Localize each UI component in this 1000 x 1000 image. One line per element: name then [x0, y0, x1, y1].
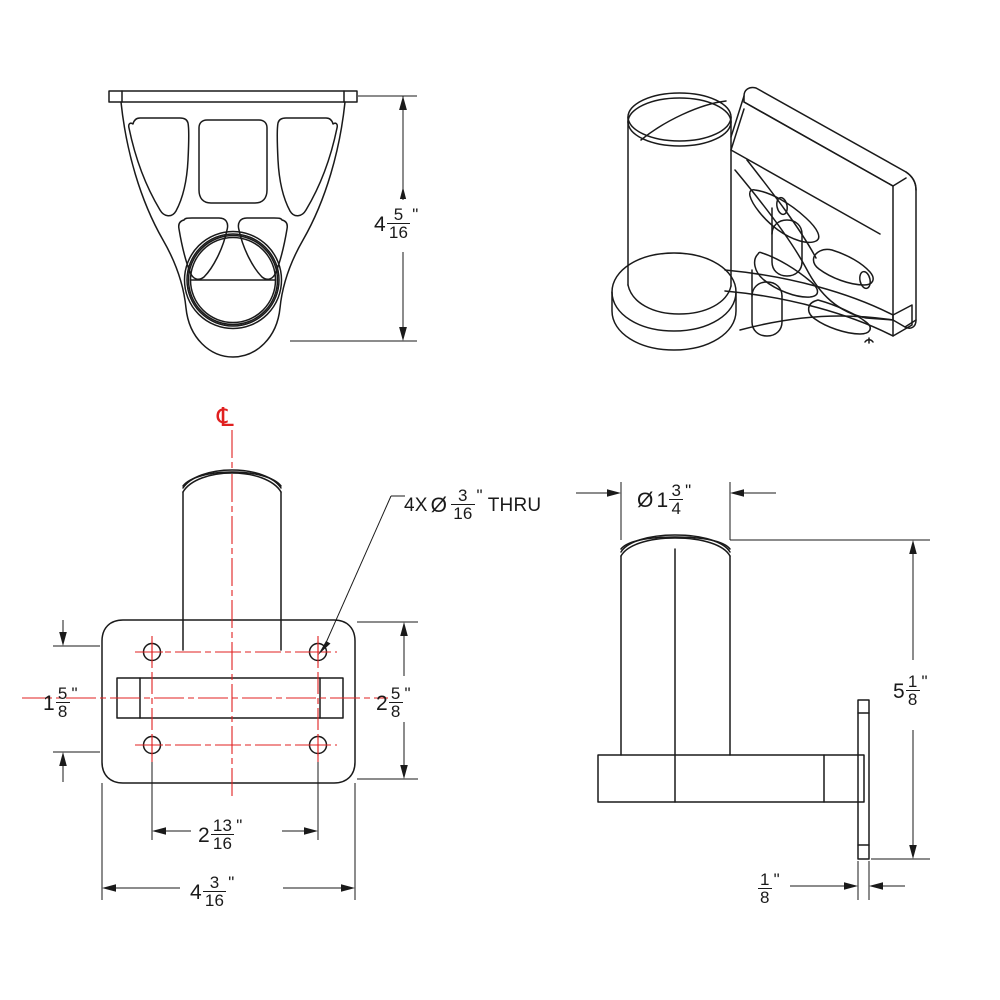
diameter-icon: Ø	[637, 489, 654, 513]
dim-fraction: 1 8	[758, 870, 772, 908]
dim-fraction: 5 8	[55, 684, 70, 722]
dim-label-overall-height: 5 1 8 "	[893, 672, 928, 710]
dim-fraction: 3 4	[669, 481, 684, 519]
view-isometric	[611, 86, 917, 351]
centerlines-top-view	[22, 430, 388, 800]
dim-hole-horizontal-spacing	[151, 762, 319, 840]
dim-whole: 2	[376, 692, 388, 716]
dim-label-plate-width: 4 3 16 "	[190, 873, 235, 911]
inch-mark: "	[921, 672, 928, 691]
dim-fraction: 5 8	[388, 684, 403, 722]
dim-whole: 4	[190, 881, 202, 905]
dim-whole: 5	[893, 680, 905, 704]
dim-whole: 1	[43, 692, 55, 716]
diameter-icon: Ø	[430, 494, 448, 518]
dim-plate-width	[101, 783, 356, 900]
inch-mark: "	[404, 684, 411, 703]
dim-label-front-height: 4 5 16 "	[374, 205, 419, 243]
dim-hole-vertical-spacing	[357, 621, 418, 780]
dim-fraction: 13 16	[210, 816, 235, 854]
inch-mark: "	[71, 684, 78, 703]
dim-whole: 4	[374, 213, 386, 237]
dim-whole: 1	[656, 489, 669, 513]
inch-mark: "	[236, 816, 243, 835]
dim-overall-height	[730, 539, 930, 860]
callout-suffix: THRU	[487, 495, 542, 517]
dim-fraction: 3 16	[202, 873, 227, 911]
dim-plate-left-offset	[53, 620, 100, 782]
view-front	[108, 90, 358, 358]
dim-fraction: 5 16	[386, 205, 411, 243]
dim-tube-diameter	[576, 482, 776, 540]
inch-mark: "	[228, 873, 235, 892]
dim-plate-thickness	[790, 861, 905, 900]
leader-hole-callout	[318, 495, 405, 655]
inch-mark: "	[685, 481, 692, 500]
dim-label-plate-left-offset: 1 5 8 "	[43, 684, 78, 722]
view-top	[101, 469, 356, 784]
dim-fraction: 1 8	[905, 672, 920, 710]
inch-mark: "	[476, 486, 483, 505]
view-side	[597, 534, 870, 860]
inch-mark: "	[412, 205, 419, 224]
dim-label-hole-horizontal-spacing: 2 13 16 "	[198, 816, 243, 854]
dim-label-tube-diameter: Ø 1 3 4 "	[637, 481, 692, 519]
dim-whole: 2	[198, 824, 210, 848]
callout-qty: 4X	[404, 495, 428, 517]
dim-label-hole-callout: 4X Ø 3 16 " THRU	[404, 486, 542, 524]
dim-front-height	[290, 95, 417, 342]
dim-label-plate-thickness: 1 8 "	[757, 870, 780, 908]
dim-label-hole-vertical-spacing: 2 5 8 "	[376, 684, 411, 722]
dim-fraction: 3 16	[451, 486, 475, 524]
inch-mark: "	[773, 870, 780, 889]
centerline-symbol: ℄	[217, 403, 234, 432]
